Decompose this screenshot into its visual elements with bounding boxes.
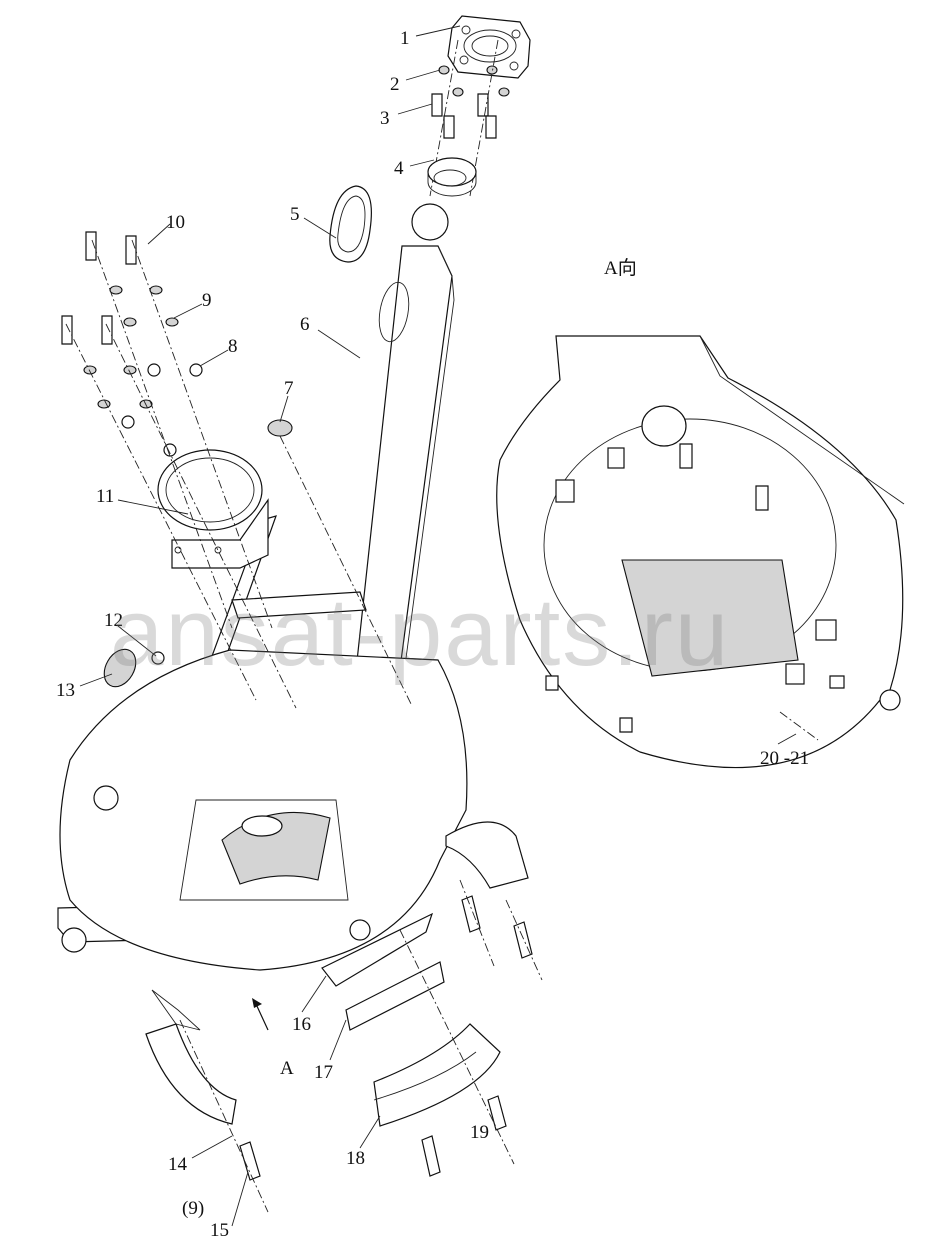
part-7-seal [267, 419, 293, 437]
part-18-shoe-right [445, 821, 529, 889]
callout-9-ref: (9) [182, 1198, 204, 1219]
ball-joint-top [411, 203, 449, 241]
callout-19: 19 [470, 1122, 489, 1143]
ball-joint-mid [93, 785, 119, 811]
callout-5: 5 [290, 204, 300, 225]
callout-18: 18 [346, 1148, 365, 1169]
ball-joint-right [349, 919, 371, 941]
part-13-grommet [103, 648, 137, 688]
callout-12: 12 [104, 610, 123, 631]
part-15-bolts [239, 895, 533, 1181]
callout-9: 9 [202, 290, 212, 311]
part-18-shoe [373, 1023, 501, 1127]
callout-14: 14 [168, 1154, 188, 1175]
part-5-gasket [329, 185, 372, 263]
callout-11: 11 [96, 486, 114, 507]
view-a-label: A向 [604, 257, 637, 279]
callout-13: 13 [56, 680, 75, 701]
view-a-fittings [545, 443, 845, 733]
callout-7: 7 [284, 378, 294, 399]
callout-20-21: 20 -21 [760, 748, 809, 769]
direction-arrow [255, 1003, 269, 1031]
part-1-flange [447, 15, 531, 79]
callout-16: 16 [292, 1014, 311, 1035]
part-3-bolts [431, 93, 497, 139]
callout-6: 6 [300, 314, 310, 335]
callout-8: 8 [228, 336, 238, 357]
part-14-shoe-left [145, 989, 237, 1125]
part-8-nuts [121, 363, 203, 457]
part-9-washers [83, 285, 179, 409]
callout-1: 1 [400, 28, 410, 49]
ball-joint-left [61, 927, 87, 953]
callout-15: 15 [210, 1220, 229, 1241]
leader-lines [79, 25, 797, 1227]
part-17-plate [345, 961, 445, 1031]
part-11-gearbox [157, 449, 269, 569]
housing-dish [59, 649, 468, 971]
callout-17: 17 [314, 1062, 333, 1083]
part-16-plate [321, 912, 434, 987]
callout-4: 4 [394, 158, 404, 179]
direction-arrow-head [252, 998, 262, 1008]
part-4-ring [427, 157, 477, 197]
callout-10: 10 [166, 212, 185, 233]
direction-label: A [280, 1058, 294, 1079]
callout-3: 3 [380, 108, 390, 129]
callout-2: 2 [390, 74, 400, 95]
watermark-text: ansat-parts.ru [110, 579, 731, 686]
part-10-bolts [61, 231, 137, 345]
view-a-housing [496, 335, 905, 769]
